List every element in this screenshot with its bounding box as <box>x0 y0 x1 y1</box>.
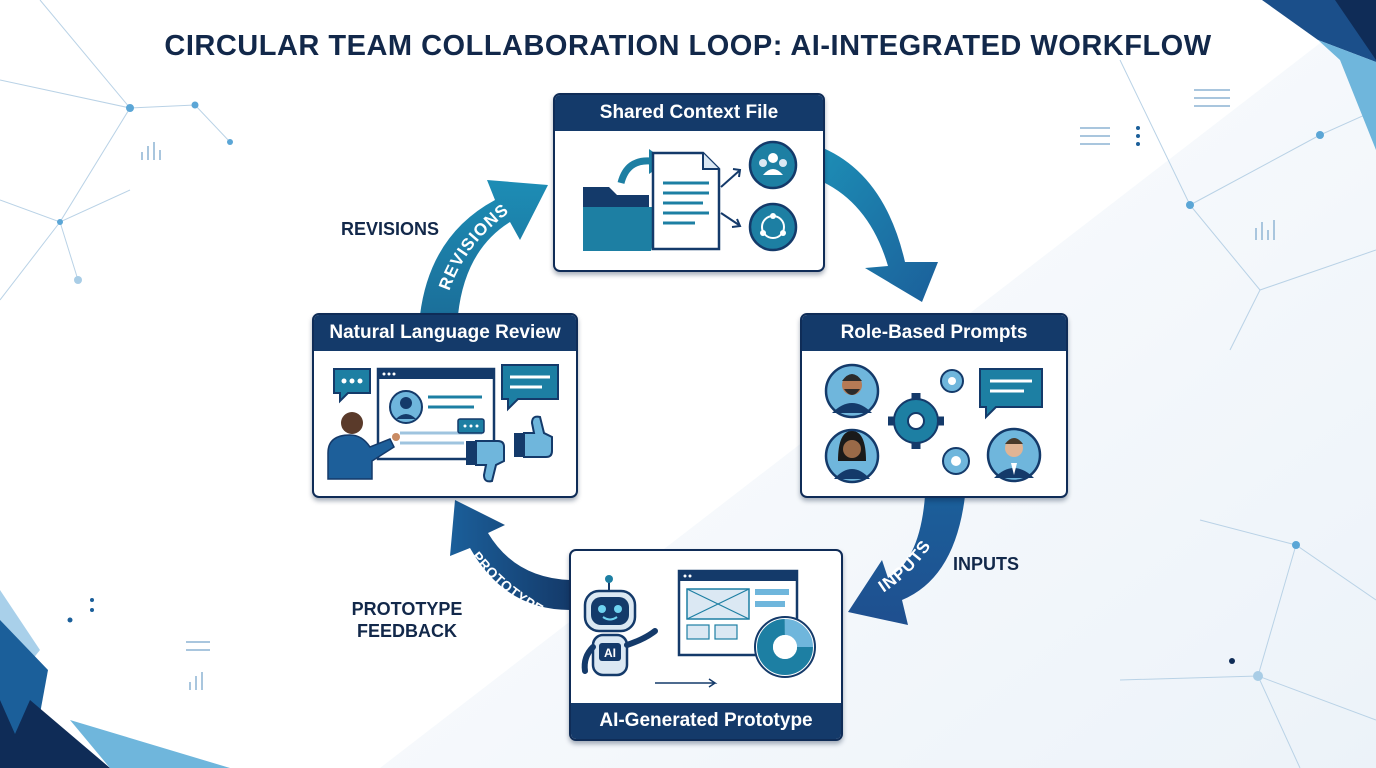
pointer-line <box>655 678 718 688</box>
thumbs-down-icon <box>466 440 505 483</box>
nl-review-illustration <box>327 364 559 483</box>
gear-icon-small-bottom <box>942 447 970 475</box>
page-title: CIRCULAR TEAM COLLABORATION LOOP: AI-INT… <box>164 30 1212 62</box>
robot-badge-text: AI <box>604 646 616 660</box>
corner-shapes-bottom-left <box>0 590 230 768</box>
chat-bubble-icon <box>501 364 559 412</box>
team-icon <box>748 140 798 190</box>
network-nodes-right <box>1186 131 1324 681</box>
document-icon <box>651 151 721 251</box>
label-inputs-text: INPUTS <box>952 554 1019 574</box>
shared-context-illustration <box>583 140 798 252</box>
node-title-ai-prototype: AI-Generated Prototype <box>571 703 841 739</box>
avatar-icon-man-suit <box>986 427 1042 483</box>
connector-arrows <box>720 168 742 228</box>
network-nodes-left <box>57 101 233 284</box>
label-revisions: REVISIONS <box>330 218 450 240</box>
robot-icon: AI <box>581 575 658 677</box>
corner-shapes-top-right <box>1262 0 1376 150</box>
gear-icon-small-top <box>940 369 964 393</box>
ai-prototype-illustration: AI <box>581 569 816 688</box>
avatar-icon-woman <box>824 428 880 484</box>
node-role-based-prompts: Role-Based Prompts <box>800 313 1068 498</box>
chat-bubble-icon-small <box>333 368 371 404</box>
decor-bar-icons <box>141 89 1275 690</box>
thumbs-up-icon <box>514 415 553 458</box>
label-prototype-feedback: PROTOTYPE FEEDBACK <box>335 598 479 642</box>
node-shared-context-file: Shared Context File <box>553 93 825 272</box>
small-chat-icon <box>457 418 485 434</box>
node-title-role-prompts: Role-Based Prompts <box>802 315 1066 351</box>
label-inputs: INPUTS <box>936 553 1036 575</box>
gear-icon <box>888 393 944 449</box>
label-revisions-text: REVISIONS <box>340 219 440 239</box>
label-feedback-text: FEEDBACK <box>356 621 457 641</box>
folder-icon <box>583 187 663 251</box>
node-title-nl-review: Natural Language Review <box>314 315 576 351</box>
donut-chart-icon <box>754 616 816 678</box>
node-natural-language-review: Natural Language Review <box>312 313 578 498</box>
person-icon <box>327 412 400 480</box>
label-prototype-text: PROTOTYPE <box>351 599 463 619</box>
node-title-shared-context: Shared Context File <box>555 95 823 131</box>
decor-dots <box>67 126 1140 623</box>
cycle-icon <box>748 202 798 252</box>
chat-bubble-icon <box>979 368 1043 420</box>
role-prompts-illustration <box>824 363 1043 484</box>
avatar-icon-man-beard <box>824 363 880 419</box>
node-ai-generated-prototype: AI AI-Generated Prototype <box>569 549 843 741</box>
